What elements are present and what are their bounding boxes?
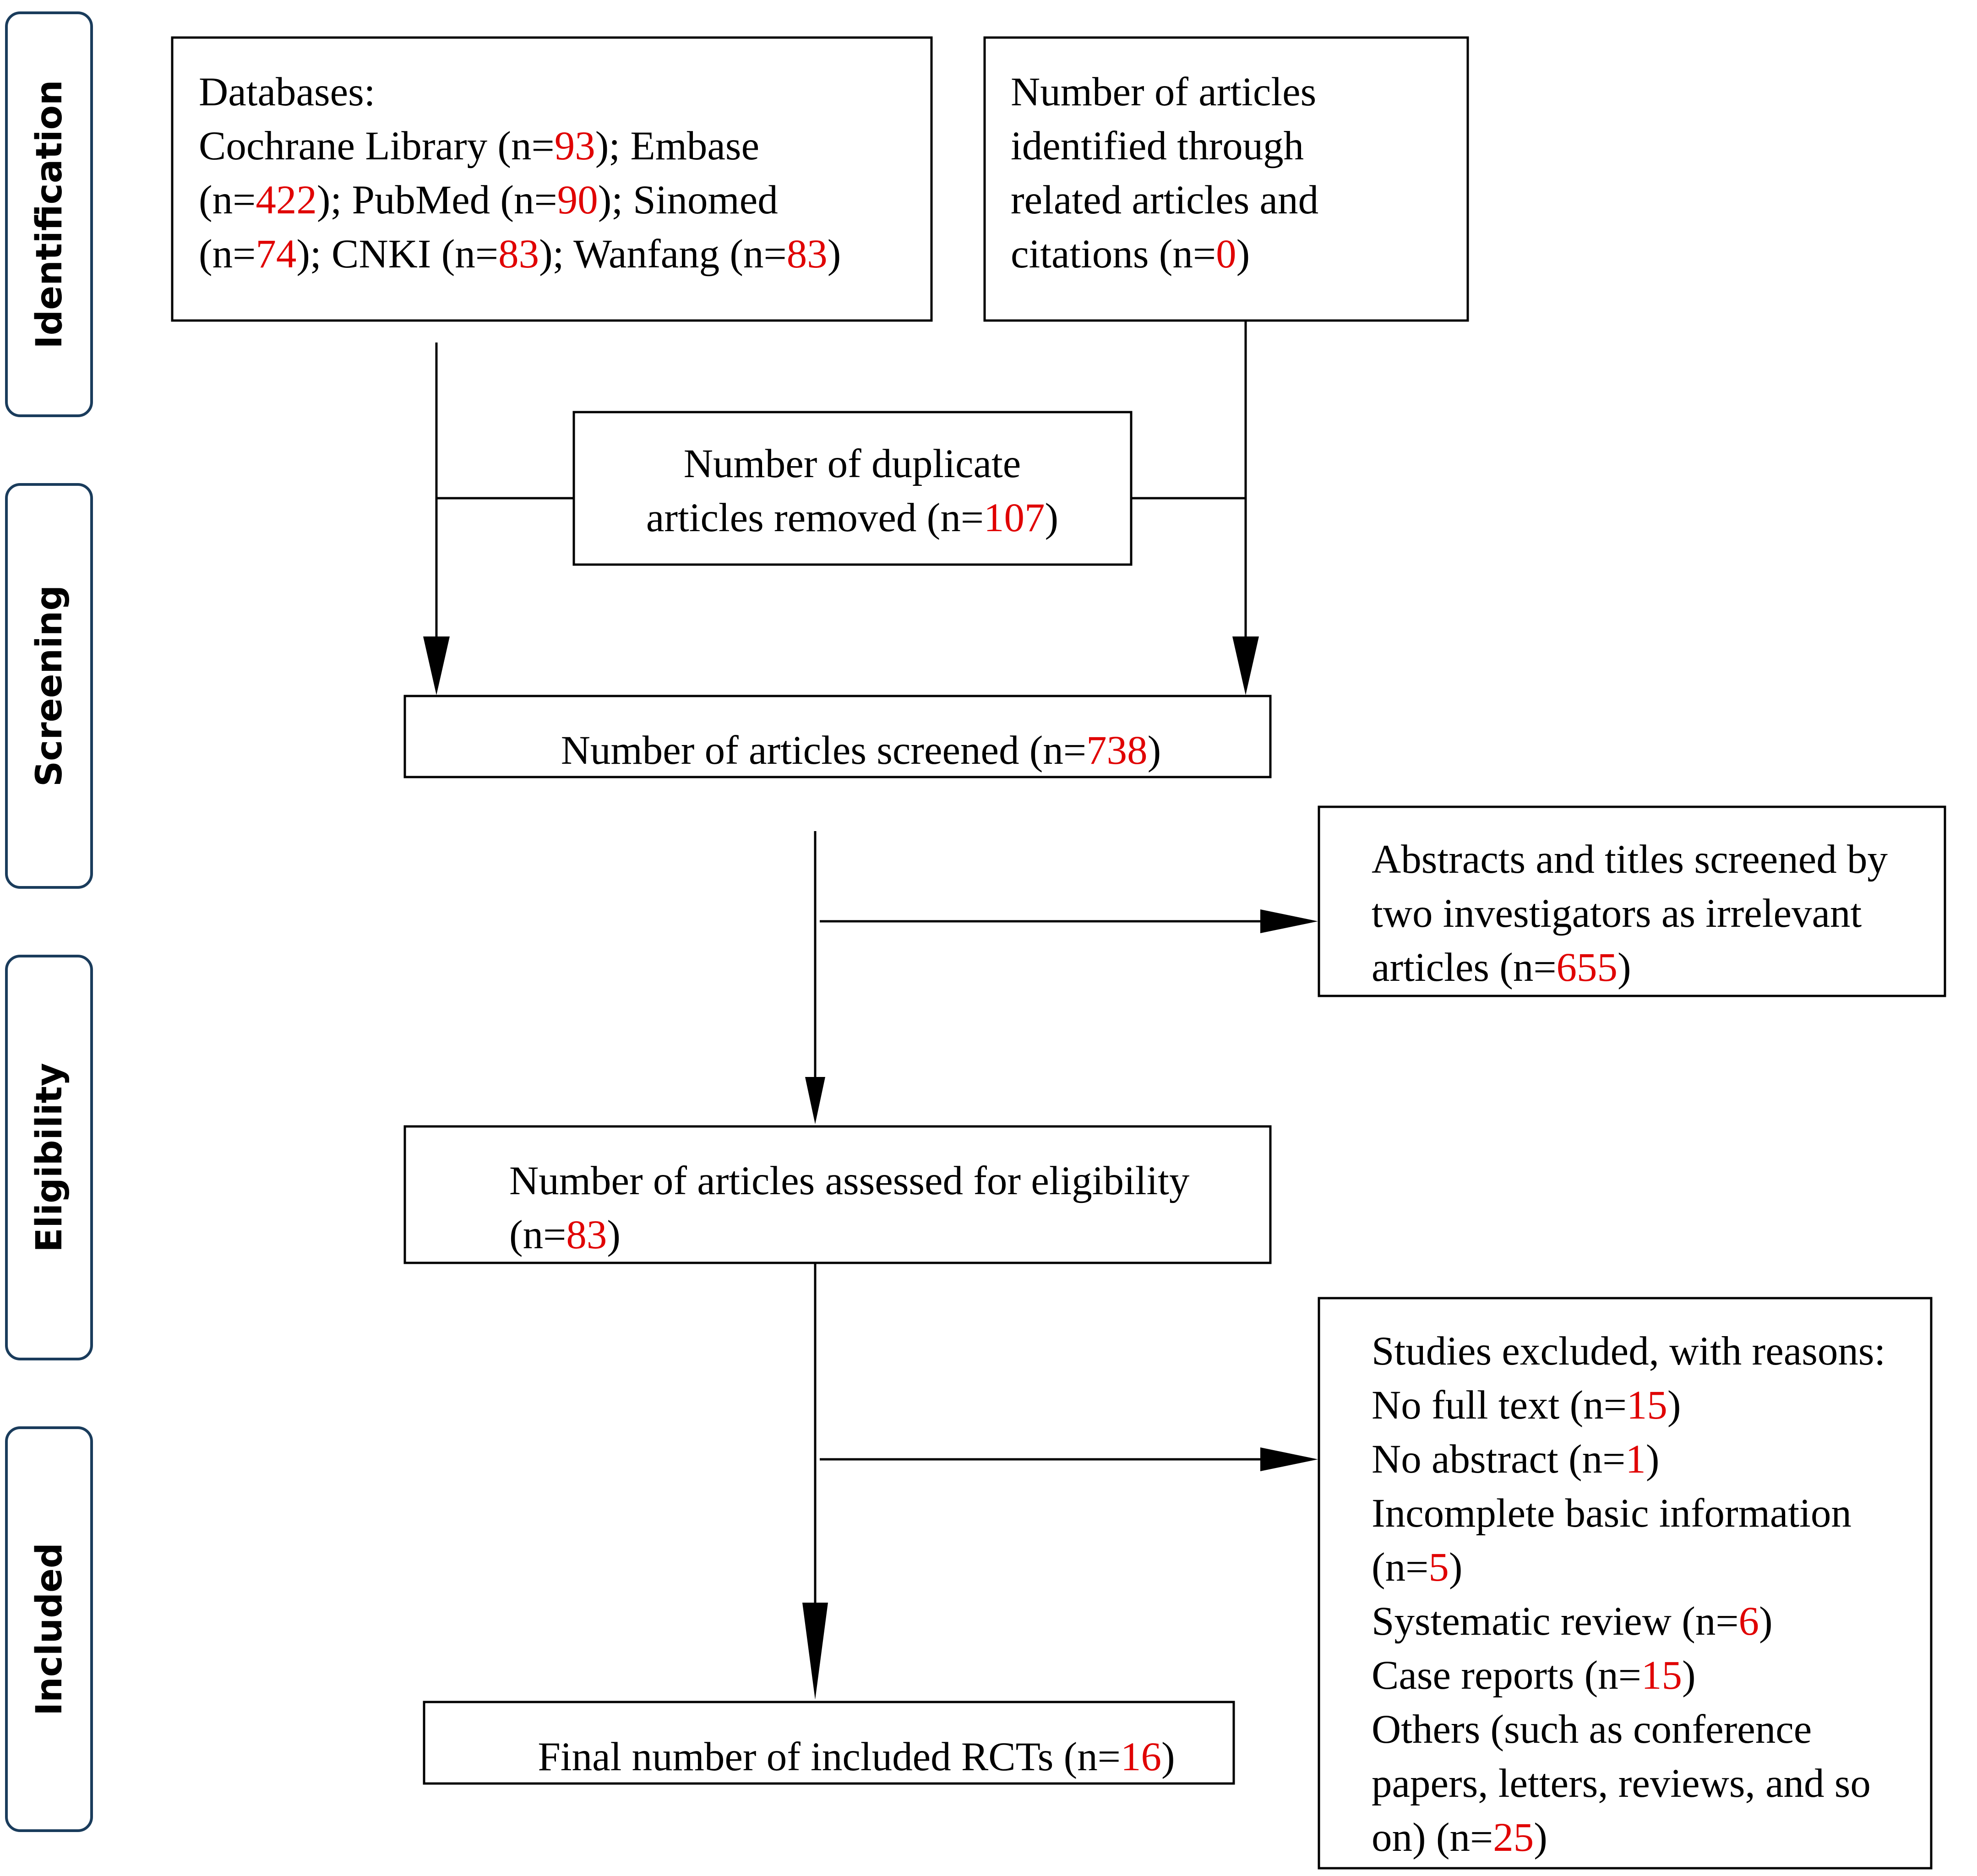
- stage-included-label: Included: [29, 1543, 70, 1716]
- duplicates-line-2: articles removed (n=107): [646, 495, 1058, 540]
- stage-included: Included: [5, 1426, 93, 1832]
- databases-heading: Databases:: [199, 70, 376, 114]
- excluded-reason-others-1: Others (such as conference: [1372, 1707, 1812, 1752]
- databases-line-3: (n=422); PubMed (n=90); Sinomed: [199, 178, 778, 223]
- stage-eligibility-label: Eligibility: [29, 1063, 70, 1252]
- excluded-reason-incomplete: Incomplete basic information: [1372, 1491, 1852, 1536]
- excluded-reason-no-abstract: No abstract (n=1): [1372, 1437, 1659, 1482]
- arrowheads: [423, 636, 1318, 1700]
- eligibility-box: Number of articles assessed for eligibil…: [403, 1125, 1272, 1264]
- stage-screening-label: Screening: [29, 585, 70, 787]
- excluded-reason-case-reports: Case reports (n=15): [1372, 1653, 1696, 1698]
- stage-screening: Screening: [5, 483, 93, 889]
- eligibility-line-2: (n=83): [509, 1213, 621, 1257]
- irrelevant-line-1: Abstracts and titles screened by: [1372, 837, 1888, 882]
- other-sources-box: Number of articles identified through re…: [983, 36, 1469, 322]
- screened-line-1: Number of articles screened (n=738): [561, 728, 1161, 773]
- arrowhead-to-included: [802, 1603, 828, 1700]
- included-line-1: Final number of included RCTs (n=16): [538, 1735, 1175, 1779]
- excluded-box: Studies excluded, with reasons: No full …: [1318, 1297, 1933, 1870]
- excluded-reason-no-full-text: No full text (n=15): [1372, 1383, 1681, 1428]
- connectors: [435, 321, 1272, 1648]
- other-sources-line-2: identified through: [1011, 124, 1304, 169]
- excluded-reason-systematic-review: Systematic review (n=6): [1372, 1599, 1773, 1644]
- arrowhead-to-screened-next: [805, 1077, 825, 1124]
- arrowhead-left-down: [423, 636, 450, 695]
- irrelevant-line-2: two investigators as irrelevant: [1372, 891, 1862, 936]
- other-sources-line-4: citations (n=0): [1011, 232, 1250, 277]
- duplicates-box: Number of duplicate articles removed (n=…: [572, 411, 1133, 566]
- excluded-heading: Studies excluded, with reasons:: [1372, 1329, 1885, 1374]
- excluded-reason-incomplete-count: (n=5): [1372, 1545, 1462, 1590]
- arrowhead-to-excluded: [1260, 1447, 1318, 1471]
- screened-box: Number of articles screened (n=738): [403, 695, 1272, 778]
- databases-line-2: Cochrane Library (n=93); Embase: [199, 124, 759, 169]
- other-sources-line-1: Number of articles: [1011, 70, 1316, 114]
- other-sources-line-3: related articles and: [1011, 178, 1318, 223]
- excluded-reason-others-3: on) (n=25): [1372, 1815, 1547, 1860]
- duplicates-line-1: Number of duplicate: [684, 441, 1021, 486]
- stage-identification-label: Identification: [29, 80, 70, 348]
- excluded-reason-others-2: papers, letters, reviews, and so: [1372, 1761, 1871, 1806]
- arrowhead-to-irrelevant: [1260, 909, 1318, 933]
- irrelevant-box: Abstracts and titles screened by two inv…: [1318, 805, 1946, 997]
- included-box: Final number of included RCTs (n=16): [423, 1701, 1235, 1785]
- arrowhead-right-down: [1232, 636, 1259, 695]
- eligibility-line-1: Number of articles assessed for eligibil…: [509, 1158, 1190, 1203]
- databases-line-4: (n=74); CNKI (n=83); Wanfang (n=83): [199, 232, 841, 277]
- stage-identification: Identification: [5, 11, 93, 417]
- irrelevant-line-3: articles (n=655): [1372, 945, 1631, 990]
- databases-box: Databases: Cochrane Library (n=93); Emba…: [171, 36, 933, 322]
- stage-eligibility: Eligibility: [5, 955, 93, 1360]
